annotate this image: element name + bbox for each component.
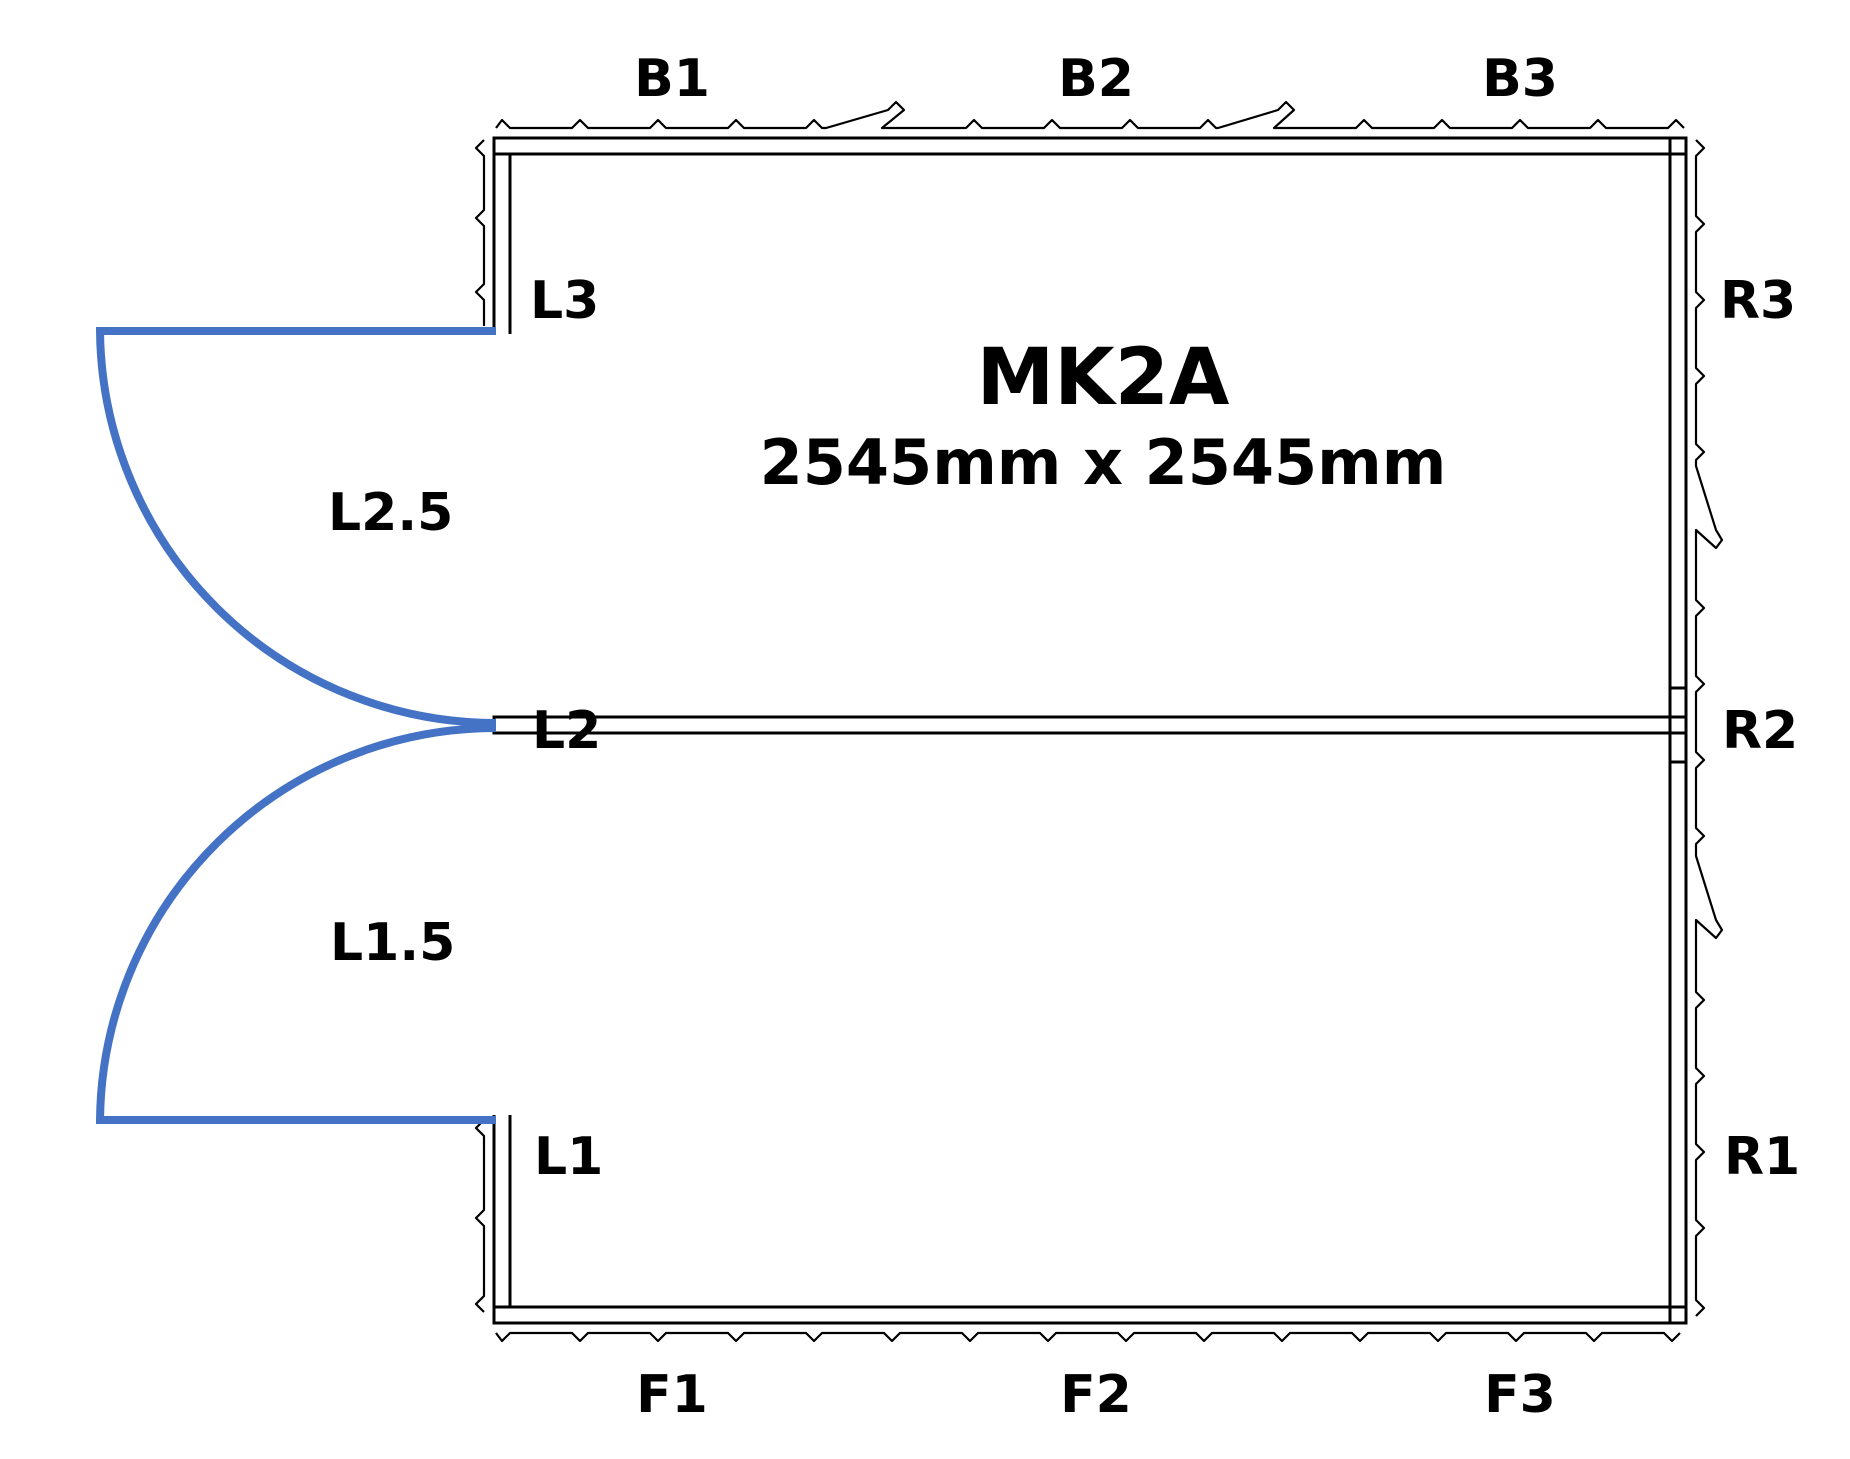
left-wall-upper (492, 154, 512, 334)
left-zigzag-upper (474, 139, 486, 326)
front-zigzag (495, 1331, 1681, 1343)
walls (492, 136, 1688, 1325)
label-r1: R1 (1724, 1127, 1800, 1187)
labels: B1 B2 B3 F1 F2 F3 L3 L2.5 L2 L1.5 L1 R3 … (328, 49, 1800, 1425)
label-f1: F1 (636, 1365, 708, 1425)
label-r3: R3 (1720, 271, 1796, 331)
right-zigzag (1694, 139, 1724, 1317)
doors (95, 327, 497, 1124)
lower-door-swing (95, 724, 497, 1124)
left-zigzag-lower (474, 1119, 486, 1313)
label-l2-5: L2.5 (328, 483, 453, 543)
label-r2: R2 (1722, 701, 1798, 761)
label-l1: L1 (534, 1127, 603, 1187)
back-wall (492, 136, 1688, 156)
panel-edges (474, 100, 1724, 1343)
back-zigzag (495, 100, 1685, 130)
right-wall (1668, 136, 1688, 1325)
module-title: MK2A (977, 333, 1230, 423)
left-wall-lower (492, 1115, 512, 1307)
label-l1-5: L1.5 (330, 913, 455, 973)
label-l3: L3 (530, 271, 599, 331)
label-f2: F2 (1060, 1365, 1132, 1425)
upper-door-swing (95, 327, 497, 727)
label-b3: B3 (1482, 49, 1558, 109)
right-wall-joint (1670, 686, 1686, 764)
front-wall (492, 1305, 1688, 1325)
label-b1: B1 (634, 49, 710, 109)
module-dimensions: 2545mm x 2545mm (760, 426, 1447, 499)
label-f3: F3 (1484, 1365, 1556, 1425)
label-l2: L2 (532, 701, 601, 761)
label-b2: B2 (1058, 49, 1134, 109)
center-partition (492, 715, 1688, 735)
